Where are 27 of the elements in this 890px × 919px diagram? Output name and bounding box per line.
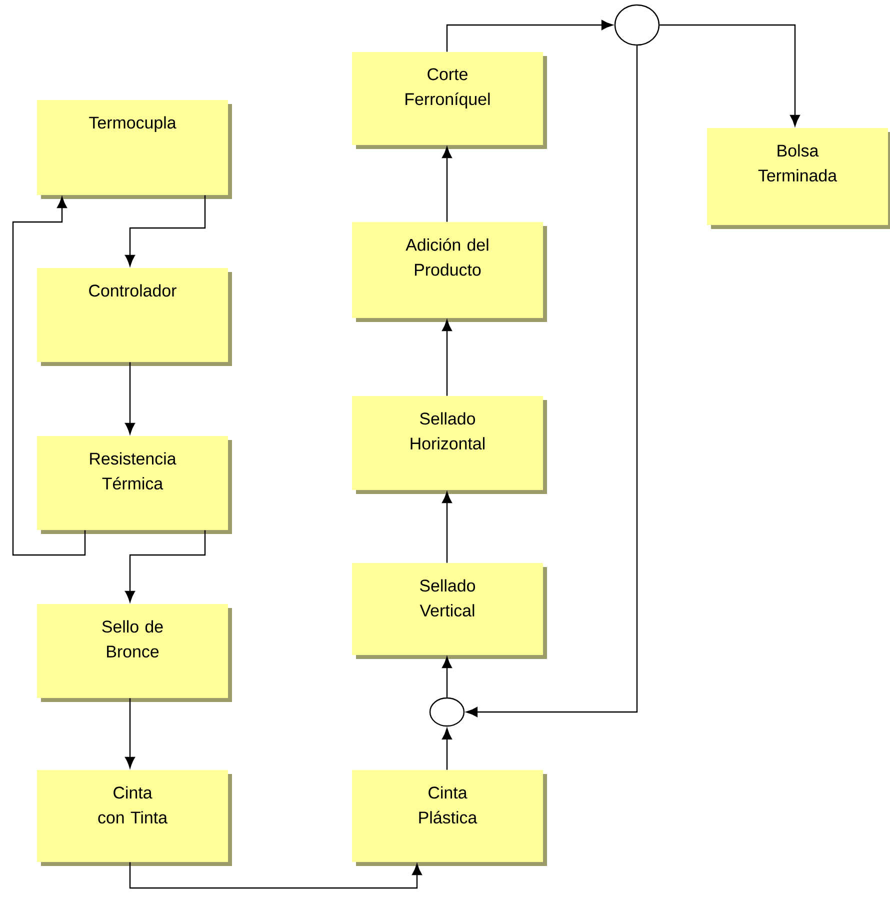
process-box: Controlador xyxy=(37,268,232,366)
arrow xyxy=(466,46,638,717)
arrow xyxy=(129,862,422,889)
process-box: Corte Ferroníquel xyxy=(352,52,547,149)
arrow xyxy=(12,196,86,556)
process-box: Cinta Plástica xyxy=(352,770,547,866)
arrow xyxy=(125,362,135,434)
arrow xyxy=(660,24,800,126)
process-box: Bolsa Terminada xyxy=(707,128,890,229)
process-box: Sellado Horizontal xyxy=(352,396,547,494)
arrow xyxy=(442,656,452,698)
arrow xyxy=(442,492,452,563)
junction-circle xyxy=(614,4,660,46)
arrow xyxy=(446,20,613,52)
process-box: Sellado Vertical xyxy=(352,563,547,659)
process-box: Sello de Bronce xyxy=(37,604,232,702)
junction-circle xyxy=(429,697,465,727)
arrow xyxy=(125,698,135,768)
process-box: Termocupla xyxy=(37,100,232,199)
process-box: Adición del Producto xyxy=(352,222,547,322)
arrow xyxy=(442,320,452,396)
arrow xyxy=(442,146,452,222)
process-box: Cinta con Tinta xyxy=(37,770,232,866)
arrow xyxy=(125,195,206,266)
arrow xyxy=(125,530,206,602)
arrow xyxy=(442,728,452,770)
process-box: Resistencia Térmica xyxy=(37,436,232,534)
